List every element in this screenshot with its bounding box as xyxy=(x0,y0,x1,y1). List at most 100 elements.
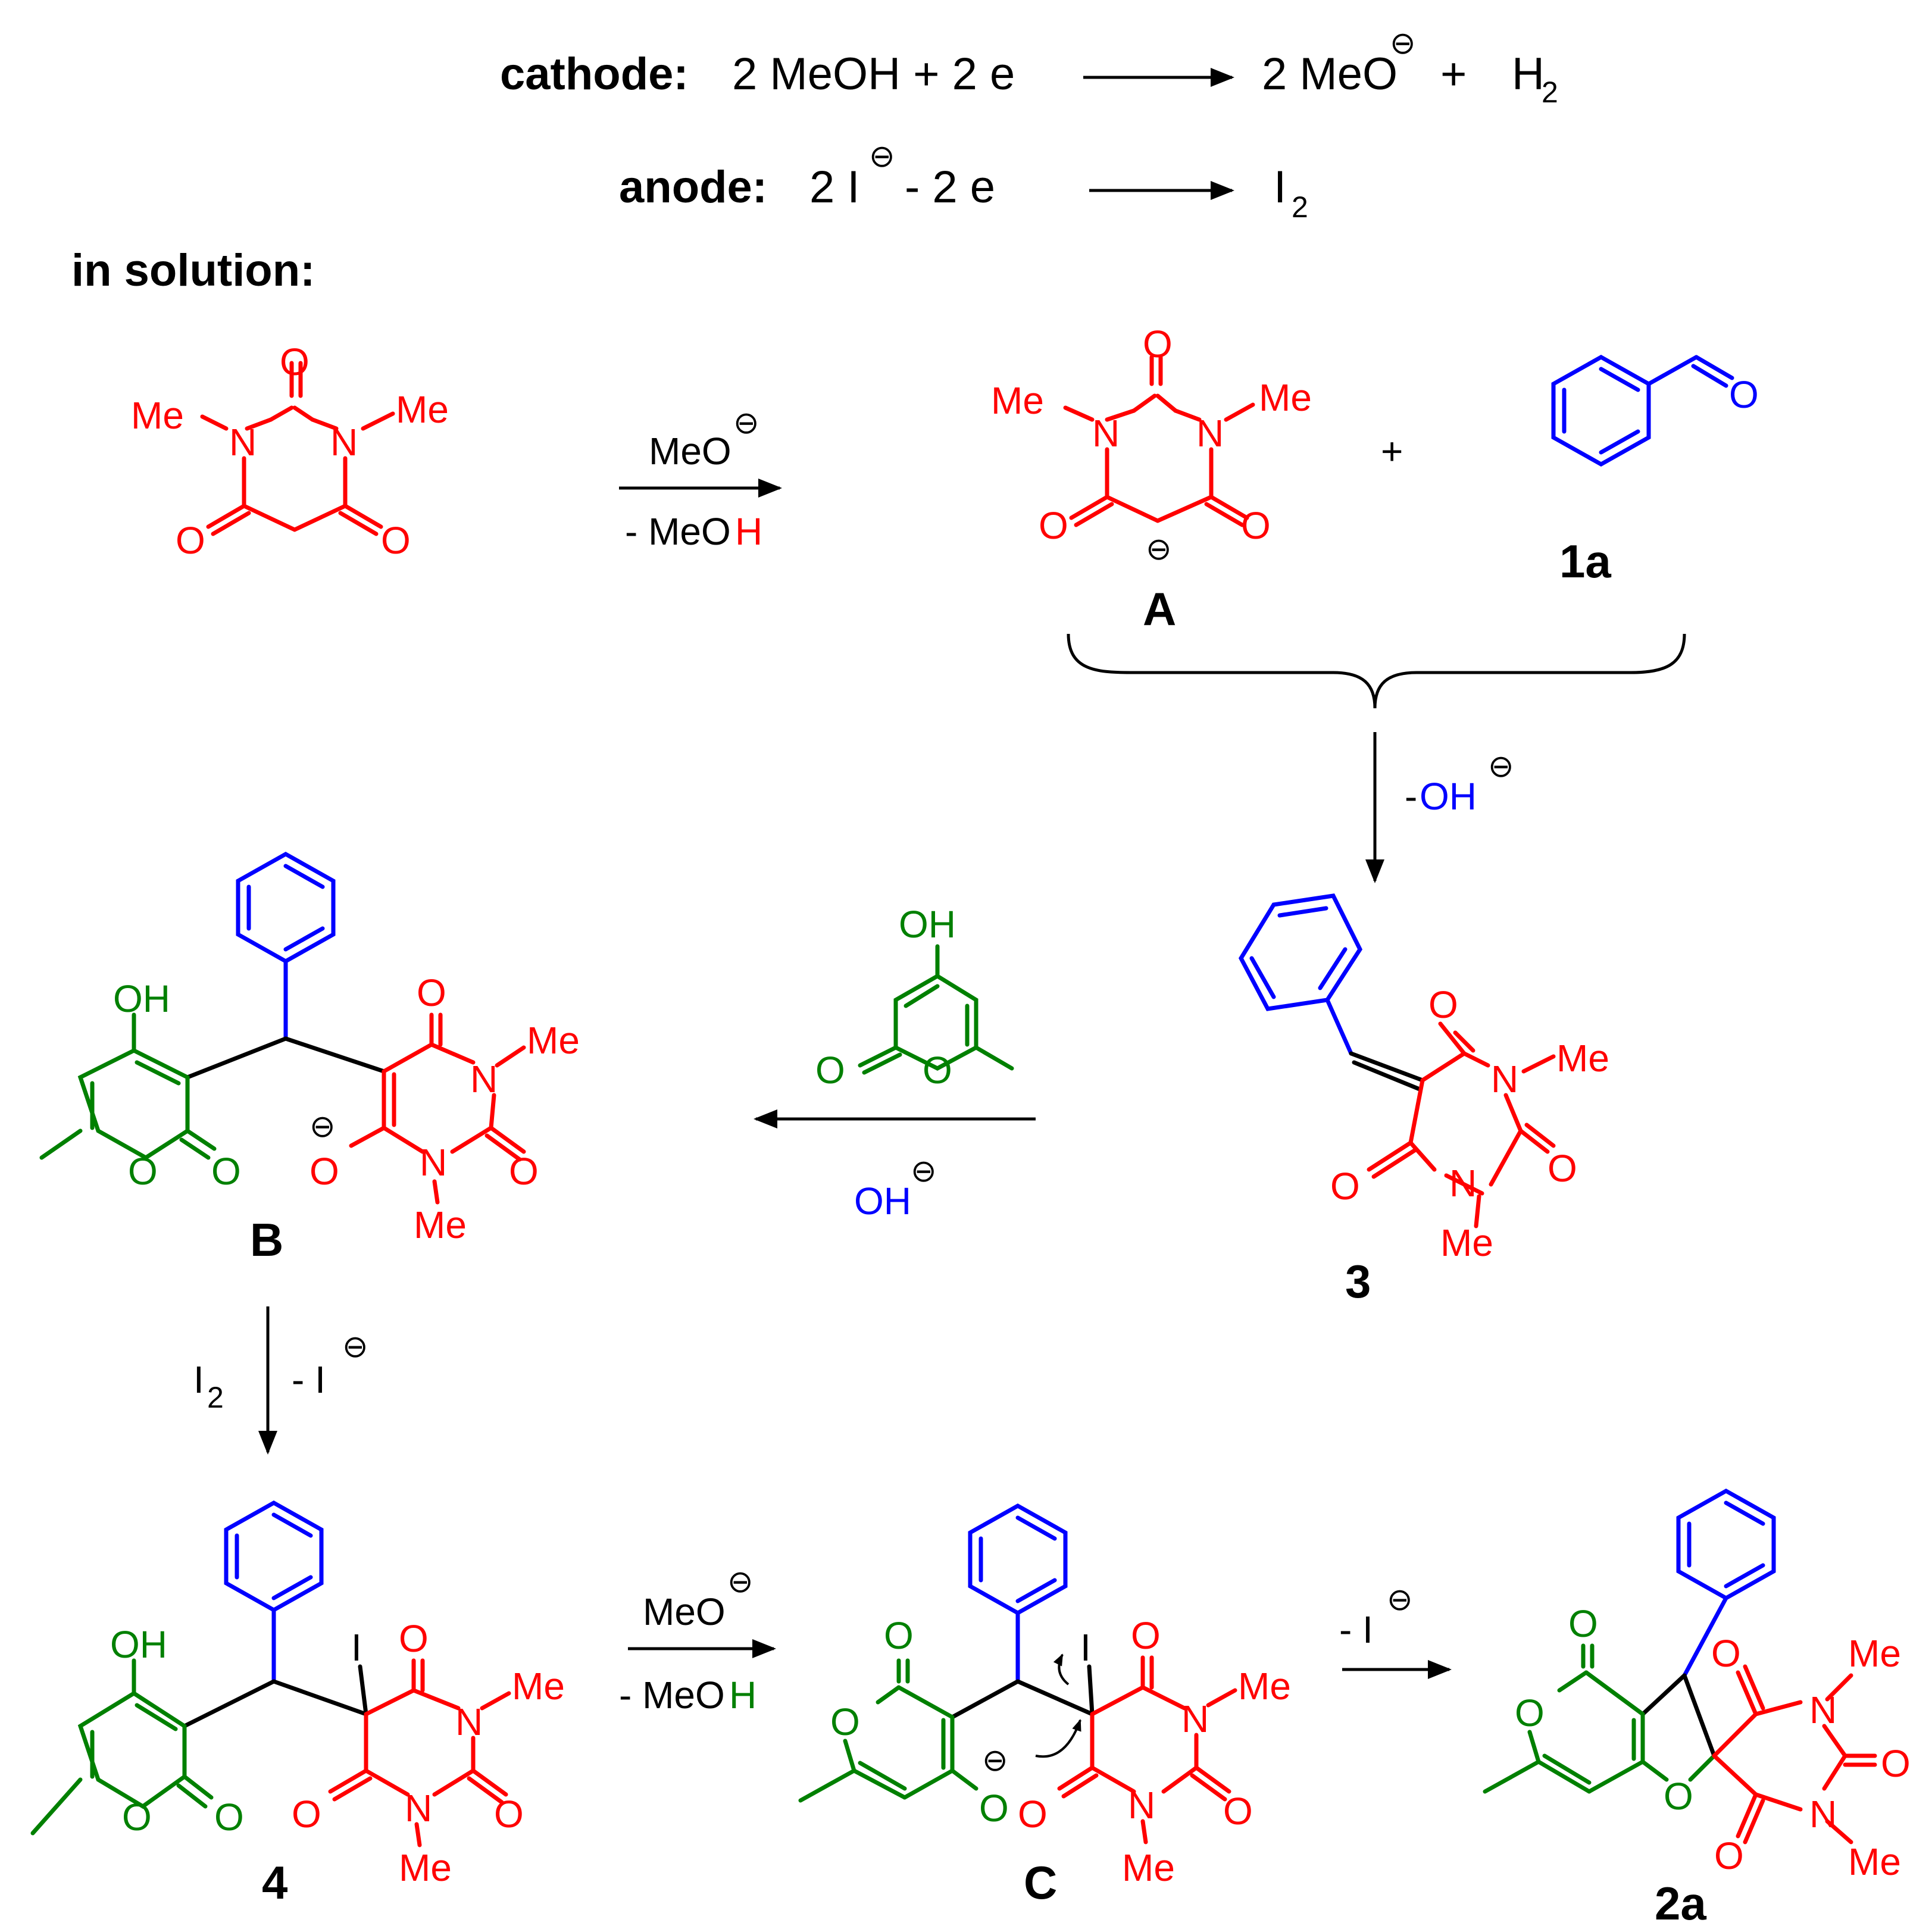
atom-methyl: Me xyxy=(399,1846,452,1889)
step1-arrow: MeO ⊖ - MeO H xyxy=(619,406,782,553)
atom-oxygen: O xyxy=(1548,1147,1577,1190)
compound-label-4: 4 xyxy=(262,1856,287,1909)
atom-methyl: Me xyxy=(1848,1840,1901,1883)
curved-arrow xyxy=(1035,1719,1081,1758)
i2-subscript: 2 xyxy=(1292,190,1308,224)
anode-equation: anode: 2 I ⊖ - 2 e I 2 xyxy=(619,139,1308,224)
atom-nitrogen: N xyxy=(470,1058,498,1101)
charge-minus: ⊖ xyxy=(982,1743,1008,1778)
atom-nitrogen: N xyxy=(420,1141,447,1184)
atom-methyl: Me xyxy=(1556,1037,1609,1080)
atom-oxygen: O xyxy=(214,1796,244,1839)
charge-minus: ⊖ xyxy=(727,1565,754,1599)
reagent-loss-iodide: - I xyxy=(1339,1608,1373,1651)
charge-minus: ⊖ xyxy=(1146,532,1172,567)
atom-oxygen: O xyxy=(417,971,446,1014)
reagent-methoxide: MeO xyxy=(649,430,731,473)
anion-A: O Me Me N N O O ⊖ xyxy=(991,323,1312,567)
reagent-hydroxide: OH xyxy=(854,1180,911,1223)
atom-nitrogen: N xyxy=(330,421,358,464)
plus-sign: + xyxy=(1381,430,1403,473)
step3-arrow: OH ⊖ xyxy=(754,1109,1036,1223)
brace xyxy=(1067,633,1686,709)
charge-minus: ⊖ xyxy=(869,139,895,174)
atom-oxygen: O xyxy=(1330,1165,1360,1208)
atom-nitrogen: N xyxy=(1196,412,1224,455)
atom-hydroxyl: OH xyxy=(113,977,170,1020)
atom-oxygen: O xyxy=(1039,504,1068,547)
charge-minus: ⊖ xyxy=(342,1330,368,1364)
compound-label-A: A xyxy=(1143,583,1176,635)
h2-subscript: 2 xyxy=(1542,76,1558,109)
atom-methyl: Me xyxy=(527,1019,580,1062)
cathode-right: 2 MeO xyxy=(1262,49,1398,99)
benzylidene-3: O N Me O O N Me xyxy=(1238,893,1609,1264)
atom-methyl: Me xyxy=(991,379,1044,422)
charge-minus: ⊖ xyxy=(911,1154,937,1189)
atom-nitrogen: N xyxy=(405,1787,432,1830)
atom-oxygen: O xyxy=(509,1150,539,1193)
reagent-loss-iodide: - I xyxy=(292,1358,326,1401)
spiro-product-2a: O O O O N Me O xyxy=(1483,1488,1911,1883)
cathode-equation: cathode: 2 MeOH + 2 e 2 MeO ⊖ + H 2 xyxy=(500,26,1558,109)
atom-oxygen: O xyxy=(1131,1614,1161,1657)
charge-minus: ⊖ xyxy=(1488,749,1514,784)
atom-oxygen: O xyxy=(830,1700,860,1743)
atom-nitrogen: N xyxy=(1809,1689,1837,1731)
atom-hydroxyl: OH xyxy=(110,1623,167,1666)
compound-label-C: C xyxy=(1024,1856,1057,1909)
reagent-iodine-subscript: 2 xyxy=(207,1381,224,1414)
reagent-loss: - MeO xyxy=(625,510,731,553)
atom-oxygen: O xyxy=(815,1049,845,1092)
compound-label-2a: 2a xyxy=(1655,1877,1706,1929)
atom-methyl: Me xyxy=(1259,376,1312,419)
atom-oxygen: O xyxy=(399,1617,429,1660)
atom-oxygen: O xyxy=(1428,983,1458,1026)
atom-oxygen: O xyxy=(923,1049,952,1092)
atom-oxygen: O xyxy=(1018,1793,1048,1836)
atom-oxygen: O xyxy=(494,1793,524,1836)
step5-arrow: MeO ⊖ - MeO H xyxy=(619,1565,776,1717)
atom-hydroxyl: OH xyxy=(899,903,956,946)
atom-oxygen: O xyxy=(1664,1775,1693,1818)
atom-oxygen: O xyxy=(884,1614,914,1657)
anode-label: anode: xyxy=(619,162,767,212)
compound-label-1a: 1a xyxy=(1559,535,1611,587)
atom-nitrogen: N xyxy=(1092,412,1120,455)
atom-iodine: I xyxy=(351,1626,362,1669)
dimethylbarbituric-acid: O Me Me N N O O xyxy=(131,340,449,562)
intermediate-C: O O O I ⊖ O N xyxy=(798,1503,1291,1889)
atom-oxygen: O xyxy=(1568,1602,1598,1645)
atom-oxygen: O xyxy=(176,519,205,562)
atom-methyl: Me xyxy=(131,394,184,437)
atom-oxygen: O xyxy=(128,1150,158,1193)
in-solution-heading: in solution: xyxy=(71,245,315,296)
atom-oxygen: O xyxy=(1714,1834,1744,1877)
benzaldehyde-1a: O xyxy=(1551,354,1759,467)
atom-nitrogen: N xyxy=(1809,1793,1837,1836)
atom-oxygen: O xyxy=(1881,1742,1911,1785)
atom-oxygen: O xyxy=(1223,1790,1253,1833)
atom-methyl: Me xyxy=(1440,1221,1493,1264)
h2-text: H xyxy=(1512,49,1545,99)
step6-arrow: - I ⊖ xyxy=(1339,1583,1452,1679)
i2-text: I xyxy=(1274,162,1286,212)
atom-iodine: I xyxy=(1080,1626,1091,1669)
cathode-left: 2 MeOH + 2 e xyxy=(732,49,1015,99)
atom-methyl: Me xyxy=(512,1665,565,1708)
anode-left-b: - 2 e xyxy=(905,162,995,212)
compound-label-B: B xyxy=(250,1214,283,1266)
cathode-plus: + xyxy=(1440,49,1467,99)
curved-arrow xyxy=(1053,1653,1070,1686)
intermediate-B: OH O O O N Me xyxy=(39,851,580,1246)
charge-minus: ⊖ xyxy=(1387,1583,1413,1617)
atom-methyl: Me xyxy=(414,1203,467,1246)
charge-minus: ⊖ xyxy=(1390,26,1416,61)
atom-nitrogen: N xyxy=(1181,1697,1209,1740)
atom-oxygen: O xyxy=(292,1793,321,1836)
charge-minus: ⊖ xyxy=(310,1109,336,1144)
atom-oxygen: O xyxy=(1515,1692,1545,1734)
atom-oxygen: O xyxy=(310,1150,339,1193)
reagent-iodine: I xyxy=(193,1358,204,1401)
